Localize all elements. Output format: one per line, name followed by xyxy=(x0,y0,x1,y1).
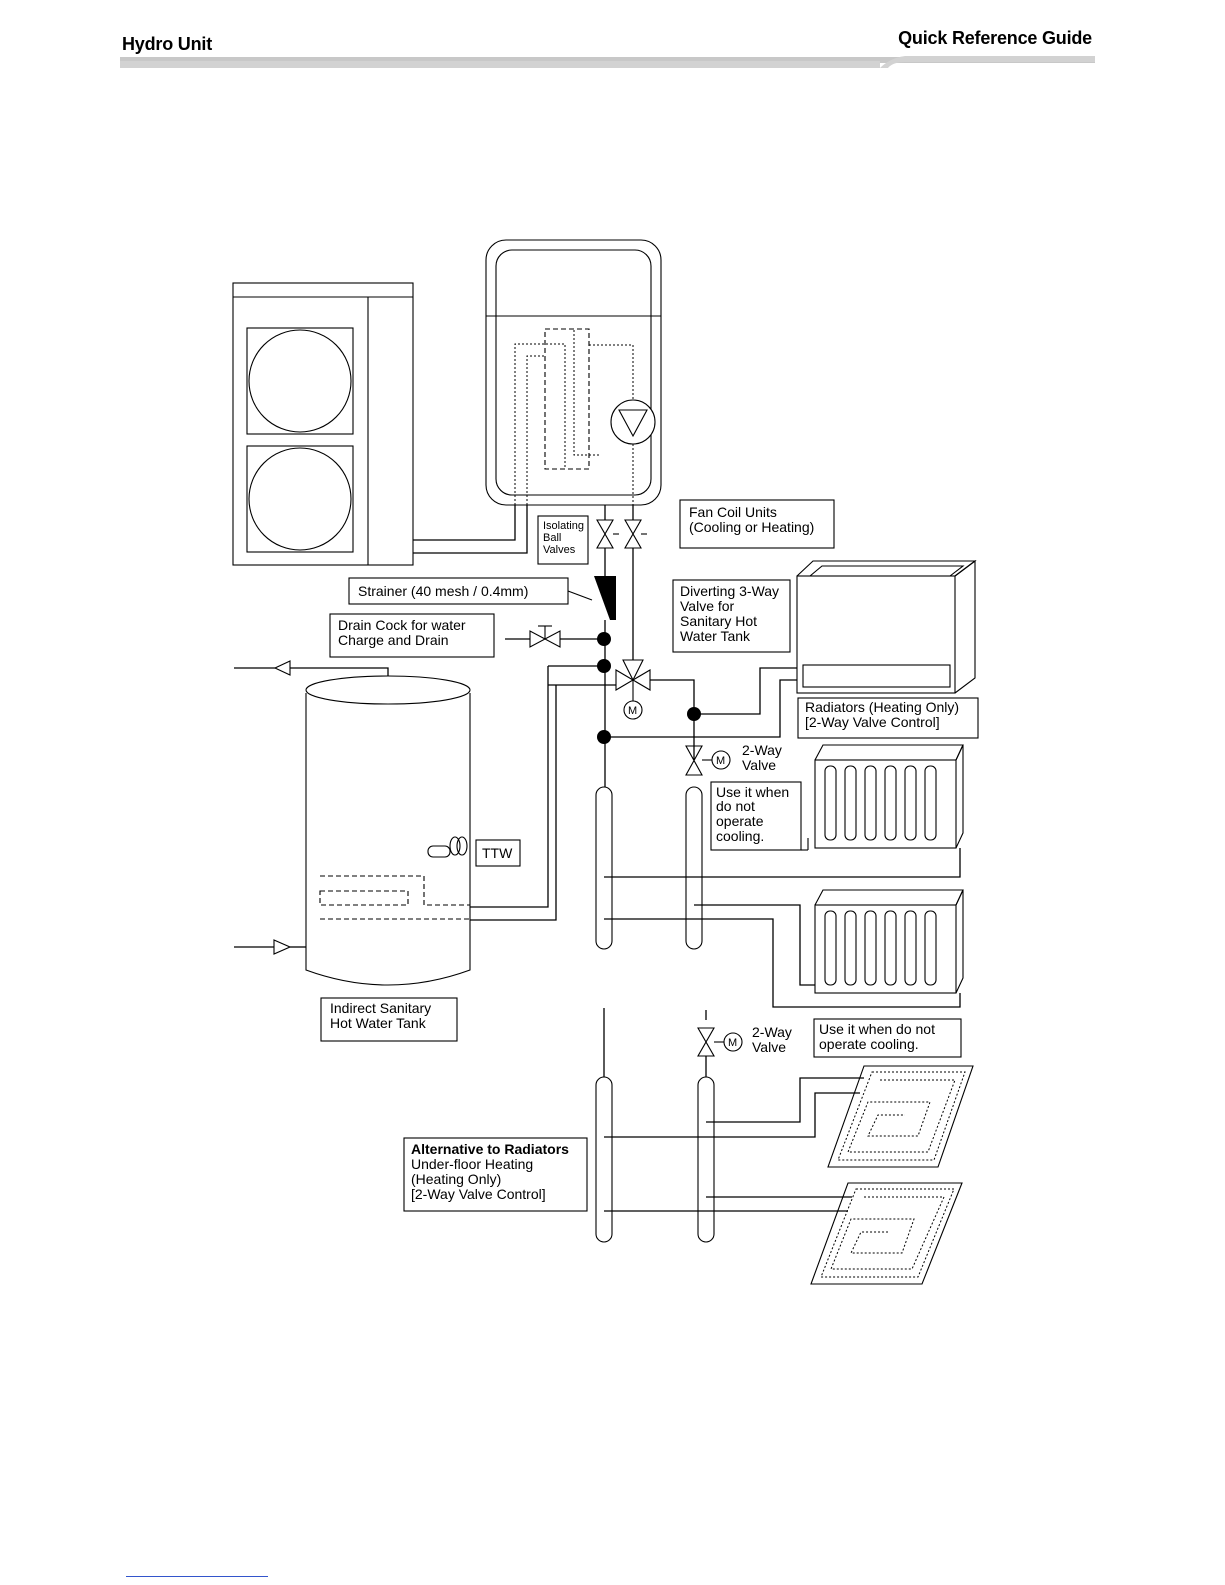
svg-text:Radiators (Heating Only)[2-Way: Radiators (Heating Only)[2-Way Valve Con… xyxy=(805,699,959,730)
two-way-2-line: 2-Way xyxy=(752,1024,792,1040)
use-note-2-line: operate cooling. xyxy=(819,1036,919,1052)
fan-icon xyxy=(248,329,352,433)
manifold xyxy=(697,1076,715,1243)
fan-icon xyxy=(248,447,352,551)
use-note-1-line: Use it when xyxy=(716,784,789,800)
radiators-line: [2-Way Valve Control] xyxy=(805,714,940,730)
footer-rule xyxy=(126,1576,268,1577)
isolating-line: Valves xyxy=(543,544,576,556)
two-way-valve-icon: M xyxy=(697,1027,743,1057)
inlet-arrow-icon xyxy=(273,939,292,955)
manifold xyxy=(685,786,703,950)
motor-label: M xyxy=(728,1037,737,1049)
drain-valve-icon xyxy=(529,630,561,648)
isolating-valve xyxy=(596,505,619,549)
strainer-icon xyxy=(594,576,616,620)
outdoor-unit xyxy=(232,282,414,566)
isolating-line: Ball xyxy=(543,532,561,544)
hydro-unit xyxy=(485,239,662,506)
hot-water-tank xyxy=(305,675,471,986)
use-note-1-line: cooling. xyxy=(716,828,764,844)
drain-cock-label-box xyxy=(329,613,495,658)
strainer-label-box xyxy=(348,577,569,605)
motor-label: M xyxy=(716,755,725,767)
alternative-title: Alternative to Radiators xyxy=(411,1141,569,1157)
drain-cock-line: Charge and Drain xyxy=(338,632,449,648)
isolating-valves-label-box xyxy=(537,515,589,565)
svg-text:Under-floor Heating(Heating On: Under-floor Heating(Heating Only)[2-Way … xyxy=(411,1156,546,1202)
svg-text:Fan Coil Units(Cooling or Heat: Fan Coil Units(Cooling or Heating) xyxy=(689,504,814,535)
ttw-label: TTW xyxy=(482,845,513,861)
outlet-arrow-icon xyxy=(273,660,291,676)
tank-line: Indirect Sanitary xyxy=(330,1000,431,1016)
drain-cock-line: Drain Cock for water xyxy=(338,617,466,633)
isolating-line: Isolating xyxy=(543,520,584,532)
radiator xyxy=(814,744,964,849)
manifold xyxy=(595,786,613,950)
alternative-line: Under-floor Heating xyxy=(411,1156,533,1172)
header-right-title: Quick Reference Guide xyxy=(898,28,1092,48)
alternative-label-box xyxy=(403,1137,588,1212)
use-note-2-line: Use it when do not xyxy=(819,1021,935,1037)
sensor-icon xyxy=(427,836,468,858)
header-left-title: Hydro Unit xyxy=(122,34,212,54)
two-way-1-line: 2-Way xyxy=(742,742,782,758)
diverting-line: Sanitary Hot xyxy=(680,613,757,629)
alternative-line: (Heating Only) xyxy=(411,1171,501,1187)
three-way-valve-icon: M xyxy=(615,659,651,720)
header-rule-bottom xyxy=(120,61,880,68)
pump-icon xyxy=(610,399,656,445)
isolating-valve xyxy=(624,505,647,549)
floor-heating-panel xyxy=(810,1182,963,1285)
tank-line: Hot Water Tank xyxy=(330,1015,427,1031)
tank-label-box xyxy=(320,997,458,1042)
ttw-label-box xyxy=(475,839,521,867)
alternative-line: [2-Way Valve Control] xyxy=(411,1186,546,1202)
fan-coil-line: Fan Coil Units xyxy=(689,504,777,520)
radiator xyxy=(814,889,964,994)
radiators-label-box xyxy=(797,697,979,739)
motor-label: M xyxy=(628,705,637,717)
radiators-line: Radiators (Heating Only) xyxy=(805,699,959,715)
fan-coil-label-box xyxy=(679,499,835,549)
use-note-1-line: operate xyxy=(716,813,764,829)
fan-coil-unit xyxy=(796,559,977,694)
use-note-1-box xyxy=(710,781,802,851)
use-note-1-line: do not xyxy=(716,798,755,814)
use-note-2-box xyxy=(813,1018,962,1058)
diverting-valve-label-box xyxy=(672,579,791,653)
diverting-line: Valve for xyxy=(680,598,735,614)
header-rule-curve xyxy=(880,56,1095,68)
two-way-1-line: Valve xyxy=(742,757,776,773)
two-way-valve-icon: M xyxy=(685,745,731,776)
diverting-line: Water Tank xyxy=(680,628,751,644)
diverting-line: Diverting 3-Way xyxy=(680,583,779,599)
manifold xyxy=(595,1076,613,1243)
two-way-2-line: Valve xyxy=(752,1039,786,1055)
fan-coil-line: (Cooling or Heating) xyxy=(689,519,814,535)
floor-heating-panel xyxy=(827,1065,974,1168)
strainer-label: Strainer (40 mesh / 0.4mm) xyxy=(358,583,528,599)
motor-icon xyxy=(623,700,643,720)
